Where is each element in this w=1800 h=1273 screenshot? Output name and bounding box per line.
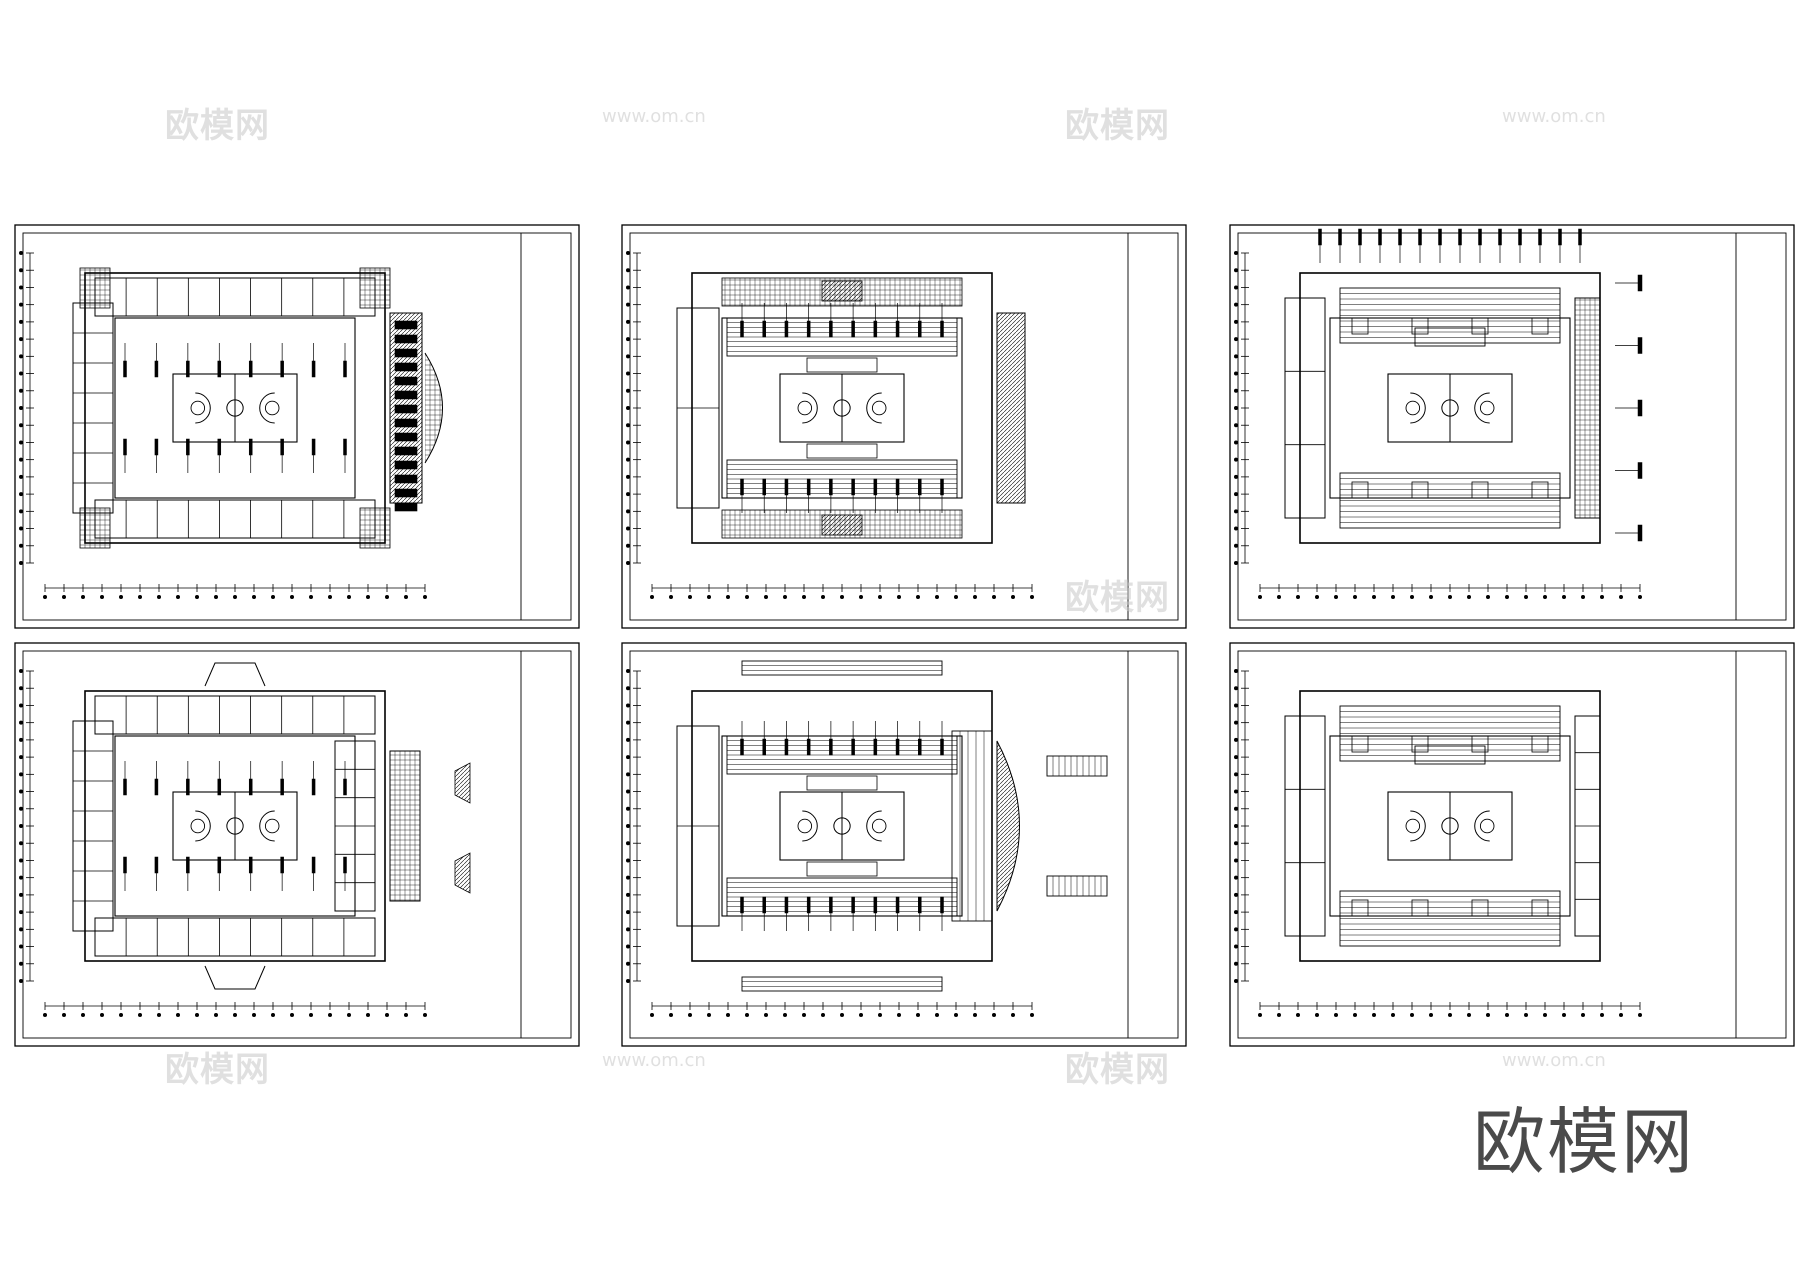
floor-plan-sheet [1229, 224, 1795, 629]
floor-plan-sheet [1229, 642, 1795, 1047]
brand-logo: 欧模网 [1473, 1100, 1696, 1184]
drawing-sheets [14, 224, 1795, 1047]
watermark-url: www.om.cn [602, 106, 706, 127]
watermark-logo: 欧模网 [1065, 106, 1170, 146]
floor-plan-sheet [14, 224, 580, 629]
watermark-url: www.om.cn [1502, 106, 1606, 127]
floor-plan-sheet [621, 224, 1187, 629]
floor-plan-sheet [14, 642, 580, 1047]
watermark-logo: 欧模网 [1065, 1050, 1170, 1090]
watermark-url: www.om.cn [602, 1050, 706, 1071]
watermark-logo: 欧模网 [1065, 578, 1170, 618]
watermark-logo: 欧模网 [165, 1050, 270, 1090]
floor-plan-sheet [621, 642, 1187, 1047]
watermark-url: www.om.cn [1502, 1050, 1606, 1071]
watermark-logo: 欧模网 [165, 106, 270, 146]
